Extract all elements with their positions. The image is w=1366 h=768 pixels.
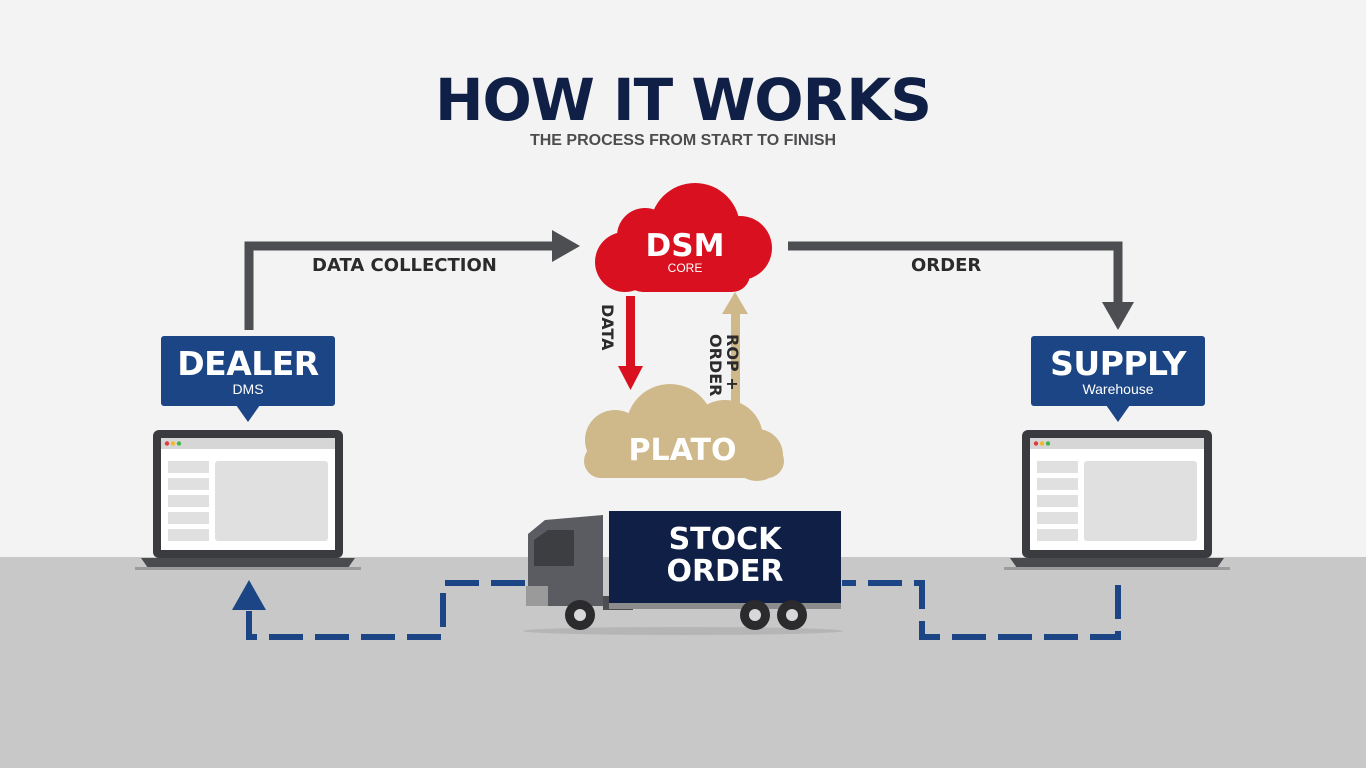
data-flow-label: DATA: [598, 304, 617, 351]
dsm-node: DSM CORE: [625, 230, 745, 274]
stock-order-line1: STOCK: [668, 522, 782, 557]
dealer-laptop-icon: [135, 430, 361, 570]
dsm-cloud-icon: [595, 183, 772, 292]
page-subtitle: THE PROCESS FROM START TO FINISH: [529, 132, 837, 149]
page-title: HOW IT WORKS: [434, 66, 932, 134]
stock-order-node: STOCK ORDER: [609, 524, 841, 588]
plato-node: PLATO: [600, 434, 765, 468]
delivery-dashed-path-right: [842, 580, 1121, 640]
delivery-dashed-path-left: [232, 580, 525, 640]
order-label: ORDER: [911, 255, 982, 276]
dealer-node: DEALER DMS: [161, 344, 335, 398]
order-arrow-icon: [788, 241, 1134, 330]
data-collection-arrow-icon: [244, 230, 580, 330]
dealer-subtitle: DMS: [232, 381, 264, 397]
rop-label-line2: ORDER: [706, 334, 725, 397]
supply-title: SUPPLY: [1050, 344, 1186, 383]
rop-order-label: ROP + ORDER: [706, 334, 742, 414]
data-arrow-icon: [618, 296, 643, 390]
rop-order-arrow-icon: [722, 292, 748, 404]
data-collection-label: DATA COLLECTION: [312, 255, 497, 276]
rop-label-line1: ROP +: [723, 334, 742, 391]
dealer-title: DEALER: [177, 344, 319, 383]
supply-callout-box: [1031, 336, 1205, 422]
plato-cloud-icon: [584, 384, 784, 481]
supply-node: SUPPLY Warehouse: [1031, 344, 1205, 398]
stock-order-line2: ORDER: [666, 554, 784, 589]
dealer-callout-box: [161, 336, 335, 422]
plato-title: PLATO: [628, 433, 737, 468]
truck-icon: [523, 511, 843, 635]
supply-subtitle: Warehouse: [1082, 381, 1154, 397]
dsm-subtitle: CORE: [667, 261, 703, 275]
supply-laptop-icon: [1004, 430, 1230, 570]
dsm-title: DSM: [645, 228, 725, 264]
